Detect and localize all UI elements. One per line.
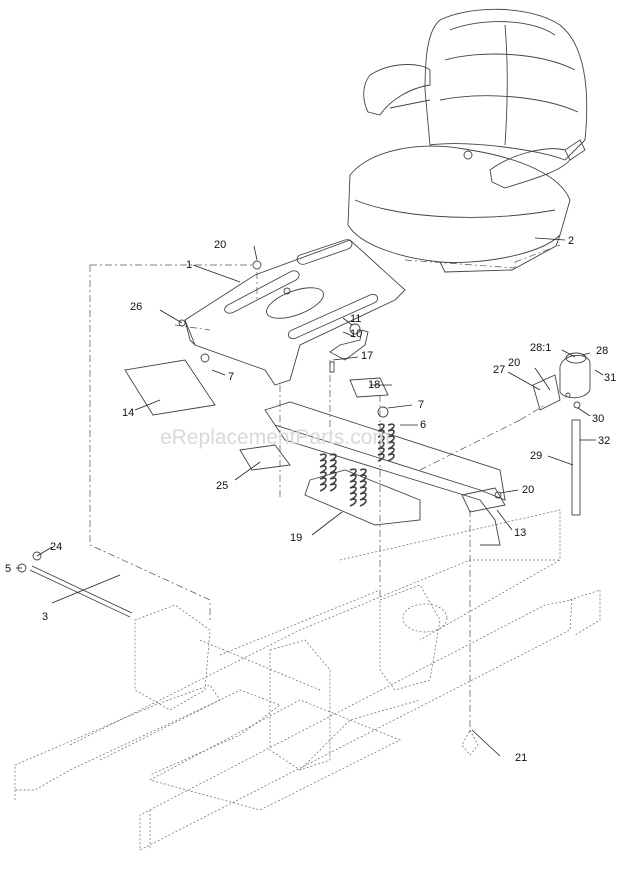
rod-assembly	[17, 551, 133, 618]
callout-21: 21	[515, 752, 527, 764]
chassis-frame	[14, 509, 601, 851]
callout-31: 31	[604, 372, 616, 384]
callout-29: 29	[530, 450, 542, 462]
callout-20a: 20	[214, 239, 226, 251]
decal-14	[124, 359, 216, 416]
callout-7b: 7	[418, 399, 424, 411]
callout-1: 1	[186, 259, 192, 271]
callout-18: 18	[368, 379, 380, 391]
callout-28: 28	[596, 345, 608, 357]
seat-mounting-plate	[178, 239, 406, 386]
suspension-assembly	[239, 401, 506, 546]
callout-3: 3	[42, 611, 48, 623]
callout-32: 32	[598, 435, 610, 447]
callout-17: 17	[361, 350, 373, 362]
callout-10: 10	[350, 328, 362, 340]
callout-5: 5	[5, 563, 11, 575]
callout-30: 30	[592, 413, 604, 425]
callout-13: 13	[514, 527, 526, 539]
callout-27: 27	[493, 364, 505, 376]
bracket-and-bolt	[329, 329, 369, 373]
decal-18	[349, 377, 389, 398]
assembly-lines	[89, 244, 561, 735]
leader-lines	[16, 237, 604, 757]
callout-14: 14	[122, 407, 134, 419]
callout-20c: 20	[508, 357, 520, 369]
watermark: eReplacementParts.com	[160, 426, 390, 449]
callout-24: 24	[50, 541, 62, 553]
callout-7a: 7	[228, 371, 234, 383]
callout-labels: 1 2 3 5 6 7 7 10 11 13 14 17 18 19 20 20…	[5, 235, 616, 764]
callout-26: 26	[130, 301, 142, 313]
seat-assembly	[347, 8, 588, 273]
callout-25: 25	[216, 480, 228, 492]
callout-20b: 20	[522, 484, 534, 496]
callout-11: 11	[350, 313, 361, 325]
springs	[319, 423, 395, 507]
callout-6: 6	[420, 419, 426, 431]
callout-2: 2	[568, 235, 574, 247]
reservoir-assembly	[532, 352, 591, 516]
callout-19: 19	[290, 532, 302, 544]
callout-28-1: 28:1	[530, 342, 551, 354]
